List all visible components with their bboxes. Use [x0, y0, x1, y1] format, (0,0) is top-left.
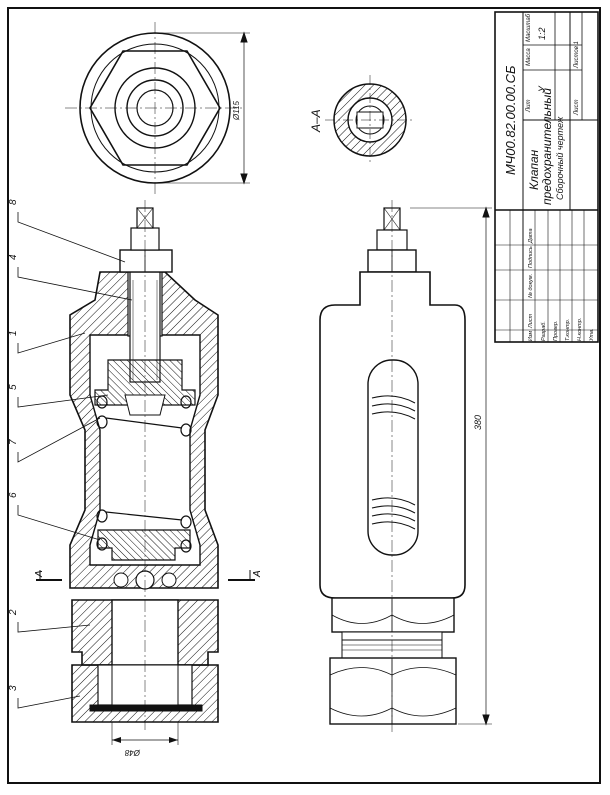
title-col-scale: Масштаб [526, 13, 532, 42]
section-mark-right: А [252, 570, 263, 578]
callout-6: 6 [8, 492, 19, 498]
drawing-doc-type: Сборочный чертеж [555, 116, 565, 200]
sectional-view [36, 200, 255, 745]
title-col-lit: Лит [526, 100, 532, 113]
callout-8: 8 [8, 199, 19, 205]
callout-2: 2 [8, 609, 19, 616]
title-block: МЧ00.82.00.00.СБ Клапан предохранительны… [494, 11, 599, 343]
role-3: Н.контр. [577, 318, 583, 341]
callout-5: 5 [8, 384, 19, 390]
role-1: Провер. [553, 321, 559, 342]
role-0: Разраб. [541, 321, 547, 341]
section-mark-left: А [34, 570, 45, 578]
rev-header-2: № докум. [528, 274, 534, 298]
title-sheet-label: Лист [574, 100, 580, 116]
drawing-title-line1: Клапан [527, 149, 541, 190]
rev-header-4: Дата [528, 228, 534, 244]
role-2: Т.контр. [565, 319, 571, 341]
title-scale-value: 1:2 [537, 27, 547, 40]
section-a-a-view [325, 75, 415, 165]
callout-4: 4 [8, 254, 19, 260]
callout-leaders [17, 212, 133, 709]
callout-3: 3 [8, 685, 19, 691]
section-title: А–А [309, 109, 323, 133]
dimension-length-380: 380 [473, 415, 483, 430]
dimension-diameter-48: Ø48 [124, 748, 141, 757]
title-col-mass: Масса [526, 48, 532, 66]
drawing-title-line2: предохранительный [540, 88, 554, 205]
callout-1: 1 [8, 330, 19, 336]
drawing-designation: МЧ00.82.00.00.СБ [503, 65, 518, 175]
rev-header-1: Лист [528, 313, 534, 329]
external-view [319, 200, 492, 735]
callout-7: 7 [8, 439, 19, 445]
rev-header-3: Подпись [528, 246, 534, 268]
title-sheets-label: Листов 1 [574, 41, 580, 69]
dimension-diameter-115: Ø115 [232, 100, 241, 121]
role-4: Утв. [589, 329, 595, 343]
title-lit-value: У [537, 85, 547, 93]
top-view [65, 22, 250, 195]
rev-header-0: Изм [528, 331, 534, 341]
